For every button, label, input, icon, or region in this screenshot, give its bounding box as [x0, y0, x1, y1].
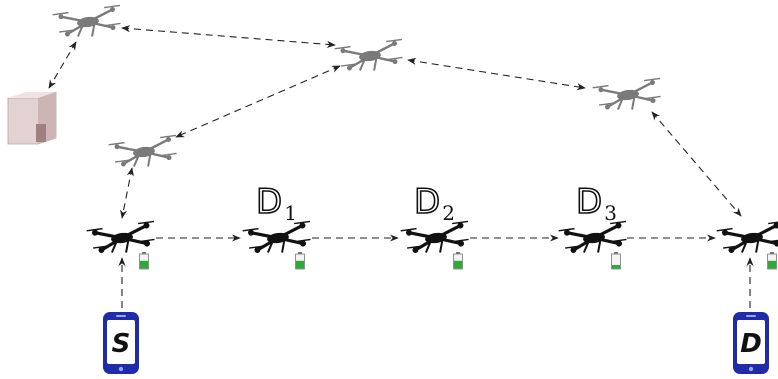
- relay-drone-center: [334, 38, 403, 71]
- label-letter: D: [575, 182, 603, 222]
- label-subscript: 1: [284, 201, 297, 225]
- battery-icon: [767, 252, 777, 270]
- relay-drone-right: [592, 77, 661, 110]
- battery-icon: [453, 252, 463, 270]
- connection-arrows: [48, 25, 754, 308]
- label-subscript: 2: [442, 201, 455, 225]
- arrow-top-left-to-building: [48, 41, 77, 89]
- source-phone: S: [103, 312, 139, 374]
- arrow-center-to-left-relay: [175, 65, 341, 138]
- arrow-right-relay-to-dest-drone: [651, 111, 742, 217]
- relay-drone-top-left: [52, 4, 121, 37]
- battery-icon: [611, 252, 621, 270]
- arrow-drone-top-left-to-center: [121, 25, 336, 48]
- battery-icon: [139, 252, 149, 270]
- building-icon: [7, 91, 57, 145]
- destination-drone: [716, 220, 778, 253]
- destination-phone: D: [733, 312, 769, 374]
- arrow-left-relay-to-source-drone: [120, 167, 134, 219]
- label-subscript: 3: [604, 201, 617, 225]
- source-label: S: [112, 329, 131, 359]
- label-letter: D: [255, 182, 283, 222]
- source-drone: [86, 220, 155, 253]
- label-letter: D: [413, 182, 441, 222]
- drone-d1: [242, 220, 311, 253]
- arrow-center-to-right-relay: [407, 57, 586, 91]
- battery-icon: [295, 252, 305, 270]
- relay-drone-left: [108, 134, 177, 167]
- drone-d3: [558, 220, 627, 253]
- drone-d2: [400, 220, 469, 253]
- destination-label: D: [740, 329, 762, 359]
